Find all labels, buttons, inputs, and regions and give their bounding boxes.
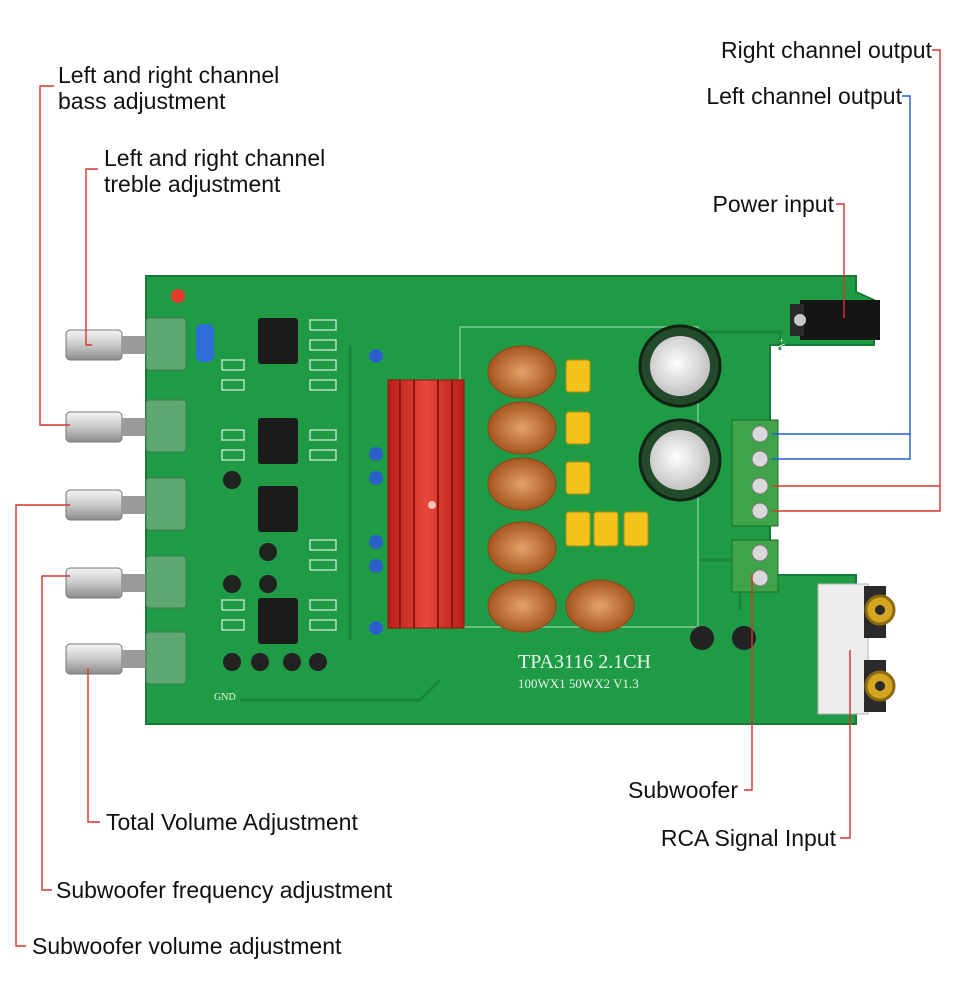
blue-capacitor xyxy=(196,324,214,362)
output-terminals xyxy=(731,419,779,527)
label-right-channel-output: Right channel output xyxy=(721,37,932,63)
label-bass-line2: bass adjustment xyxy=(58,88,226,114)
subwoofer-frequency-knob xyxy=(65,555,187,609)
smd-components xyxy=(221,319,337,631)
subwoofer-volume-knob xyxy=(65,477,187,531)
subwoofer-terminal xyxy=(731,539,779,593)
inductor-coils xyxy=(487,345,635,633)
label-treble-line1: Left and right channel xyxy=(104,145,326,171)
label-left-channel-output: Left channel output xyxy=(706,83,902,109)
potentiometers xyxy=(65,317,187,685)
label-treble-line2: treble adjustment xyxy=(104,171,281,197)
board-vcc-label: +VCC xyxy=(776,338,786,362)
board-gnd-label: GND xyxy=(214,692,236,703)
heatsink xyxy=(387,379,465,629)
label-bass-adjustment: Left and right channel bass adjustment xyxy=(58,62,279,114)
label-treble-adjustment: Left and right channel treble adjustment xyxy=(104,145,325,197)
label-subwoofer-volume: Subwoofer volume adjustment xyxy=(32,933,342,959)
power-jack xyxy=(790,300,880,340)
label-power-input: Power input xyxy=(712,191,834,217)
large-capacitors xyxy=(638,324,722,502)
opamp-chips xyxy=(258,318,298,644)
pcb-traces xyxy=(240,330,782,702)
bass-knob xyxy=(65,317,187,371)
treble-knob xyxy=(65,399,187,453)
rca-jacks xyxy=(817,583,896,715)
film-capacitors xyxy=(565,359,649,547)
small-capacitors xyxy=(223,349,756,671)
power-led xyxy=(171,289,185,303)
label-subwoofer: Subwoofer xyxy=(628,777,738,803)
label-rca-signal-input: RCA Signal Input xyxy=(660,825,836,851)
label-subwoofer-frequency: Subwoofer frequency adjustment xyxy=(56,877,393,903)
label-bass-line1: Left and right channel xyxy=(58,62,280,88)
total-volume-knob xyxy=(65,631,187,685)
leader-lines xyxy=(15,49,941,947)
label-total-volume: Total Volume Adjustment xyxy=(106,809,358,835)
board-model: TPA3116 2.1CH xyxy=(518,651,651,673)
board-power-rating: 100WX1 50WX2 V1.3 xyxy=(518,676,639,691)
